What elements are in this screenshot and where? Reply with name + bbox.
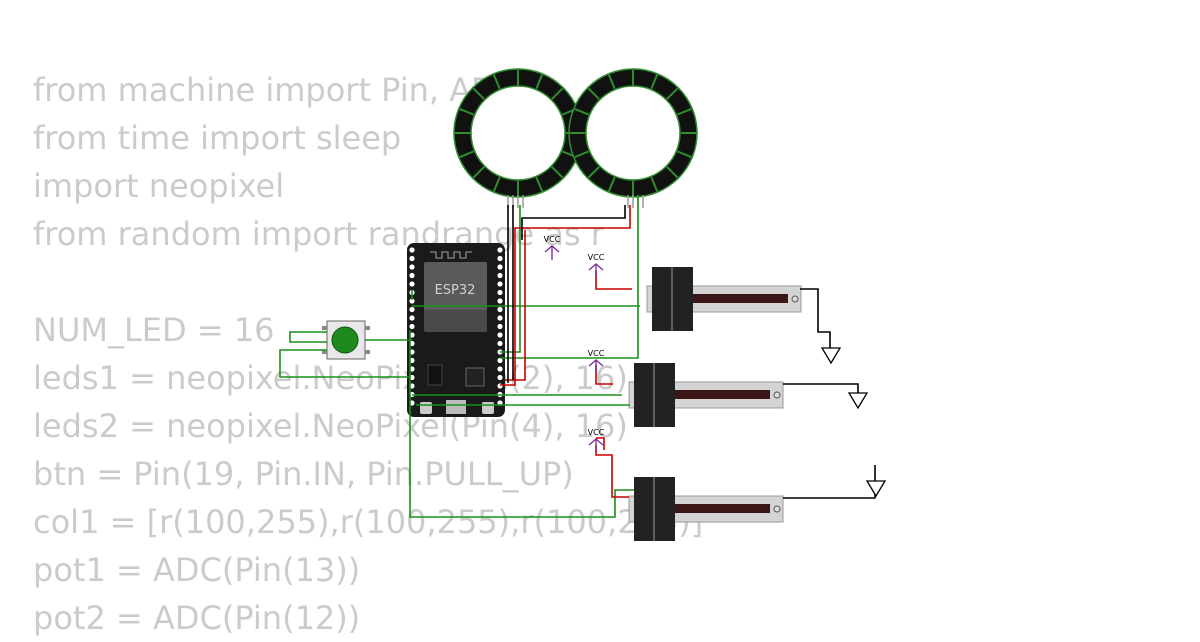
svg-text:VCC: VCC <box>544 235 561 244</box>
slide-potentiometer-3[interactable] <box>628 477 784 541</box>
button-cap[interactable] <box>331 326 359 354</box>
wires-red <box>500 205 632 498</box>
esp32-label: ESP32 <box>435 283 476 298</box>
pushbutton[interactable] <box>322 320 370 360</box>
code-line: from random import randrange as r <box>33 215 604 253</box>
slide-potentiometer-2[interactable] <box>628 363 784 427</box>
wires-green <box>279 195 640 518</box>
esp32-board[interactable]: ESP32 <box>407 243 505 417</box>
svg-text:VCC: VCC <box>588 349 605 358</box>
code-line: leds2 = neopixel.NeoPixel(Pin(4), 16) <box>33 407 628 445</box>
code-line: btn = Pin(19, Pin.IN, Pin.PULL_UP) <box>33 455 574 493</box>
vcc-symbol-2: VCC <box>588 253 605 276</box>
svg-text:VCC: VCC <box>588 428 605 437</box>
ring-pins <box>507 195 644 208</box>
vcc-symbol-1: VCC <box>544 235 561 260</box>
vcc-symbol-4: VCC <box>588 428 605 451</box>
code-line: from time import sleep <box>33 119 402 157</box>
neopixel-ring-2[interactable] <box>568 68 698 198</box>
wires-black <box>507 205 876 499</box>
ground-symbol-1 <box>820 347 842 365</box>
code-line: col1 = [r(100,255),r(100,255),r(100,255)… <box>33 503 704 541</box>
code-line: import neopixel <box>33 167 285 205</box>
vcc-symbol-3: VCC <box>588 349 605 372</box>
ground-symbol-3 <box>865 480 887 498</box>
ground-symbol-2 <box>847 392 869 410</box>
svg-text:VCC: VCC <box>588 253 605 262</box>
neopixel-ring-1[interactable] <box>453 68 583 198</box>
code-line: pot1 = ADC(Pin(13)) <box>33 551 361 589</box>
slide-potentiometer-1[interactable] <box>646 267 802 331</box>
code-line: NUM_LED = 16 <box>33 311 275 349</box>
